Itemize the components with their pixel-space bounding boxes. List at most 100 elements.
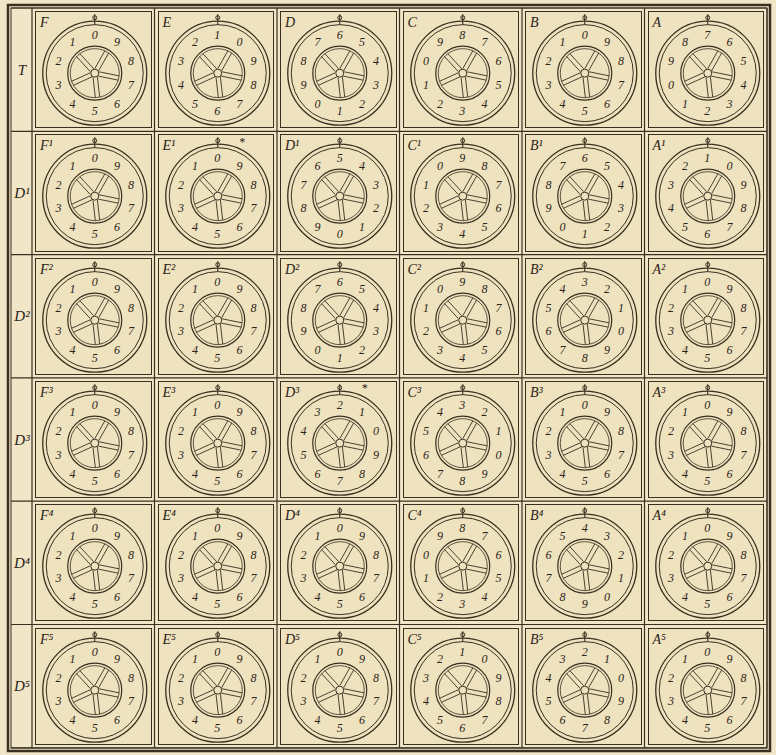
spoke [461,571,463,591]
spoke [567,57,581,72]
wheel-digit: 7 [314,283,320,295]
wheel-digit: 1 [682,98,688,110]
spoke [98,693,118,697]
wheel-digit: 0 [92,646,98,658]
wheel-digit: 1 [559,36,565,48]
spoke [93,324,95,344]
wheel-digit: 1 [618,572,624,584]
inner-rim [683,172,732,221]
wheel-digit: 6 [114,591,120,603]
hub [458,69,466,77]
wheel-digit: 8 [559,591,565,603]
spoke [589,195,609,199]
wheel-digit: 7 [314,36,320,48]
hub [458,686,466,694]
spoke [439,196,458,205]
wheel-digit: 2 [682,160,688,172]
wheel-digit: 5 [559,530,565,542]
wheel-ring [659,518,756,615]
spoke [98,76,118,80]
spoke [322,180,336,195]
inner-rim [435,663,489,717]
index-pointer [705,16,709,20]
wheel-digit: 5 [704,475,710,487]
hub [336,192,344,200]
inner-rim [70,665,119,714]
spoke [338,447,340,467]
inner-rim [315,542,364,591]
wheel-digit: 6 [114,221,120,233]
wheel-digit: 9 [359,530,365,542]
wheel-digit: 5 [337,598,343,610]
wheel-letter: C² [408,263,422,277]
wheel-digit: 8 [250,549,256,561]
wheel-digit: 0 [214,276,220,288]
spoke [707,51,717,69]
wheel-cell: A²0987654321 [648,258,765,375]
wheel-ring [43,144,147,248]
spoke [686,200,705,209]
wheel-letter: E [163,16,172,30]
spoke [322,673,336,688]
spoke [99,423,109,441]
spoke [80,54,94,69]
wheel-digit: 7 [301,179,307,191]
inner-rim [680,46,734,100]
spoke [217,297,227,315]
wheel-digit: 7 [373,572,379,584]
wheel-digit: 2 [604,221,610,233]
spoke [221,546,231,564]
wheel-ring [43,514,147,618]
spoke [444,57,458,72]
spoke [465,77,467,97]
wheel-digit: 6 [237,344,243,356]
spoke [689,180,703,195]
wheel-digit: 5 [704,352,710,364]
spoke [99,669,109,687]
wheel-digit: 3 [546,449,552,461]
spoke [444,426,458,441]
spoke [466,76,486,80]
spoke [467,442,487,446]
spoke [589,423,599,441]
wheel-cell: B⁵2109876543 [525,628,642,745]
wheel-ring [46,271,143,368]
spoke [587,200,589,220]
wheel-digit: 0 [437,283,443,295]
wheel-digit: 9 [437,36,443,48]
spoke [80,670,94,685]
spoke [583,694,585,714]
inner-rim [315,172,364,221]
wheel-digit: 9 [668,55,674,67]
wheel-digit: 1 [214,29,220,41]
wheel-digit: 2 [301,549,307,561]
spoke [712,318,732,322]
hub [458,316,466,324]
hub [581,69,589,77]
wheel-digit: 9 [250,55,256,67]
wheel-digit: 4 [69,98,75,110]
spoke [220,200,222,220]
wheel-digit: 1 [459,646,465,658]
inner-rim [70,49,119,98]
wheel-digit: 5 [704,598,710,610]
spoke [461,201,463,221]
inner-rim [193,419,242,468]
wheel-digit: 1 [192,406,198,418]
spoke [222,442,242,446]
wheel-ring [291,148,388,245]
inner-rim [193,542,242,591]
wheel-ring [410,268,514,372]
spoke [684,319,703,328]
spoke [221,176,231,194]
wheel-ring [288,391,392,495]
wheel-digit: 7 [128,79,134,91]
outer-frame [8,5,770,751]
wheel-digit: 1 [314,530,320,542]
index-pointer [460,139,464,143]
wheel-digit: 6 [237,714,243,726]
wheel-digit: 3 [56,695,62,707]
index-pointer [338,386,342,390]
wheel-digit: 3 [178,202,184,214]
wheel-digit: 6 [495,202,501,214]
